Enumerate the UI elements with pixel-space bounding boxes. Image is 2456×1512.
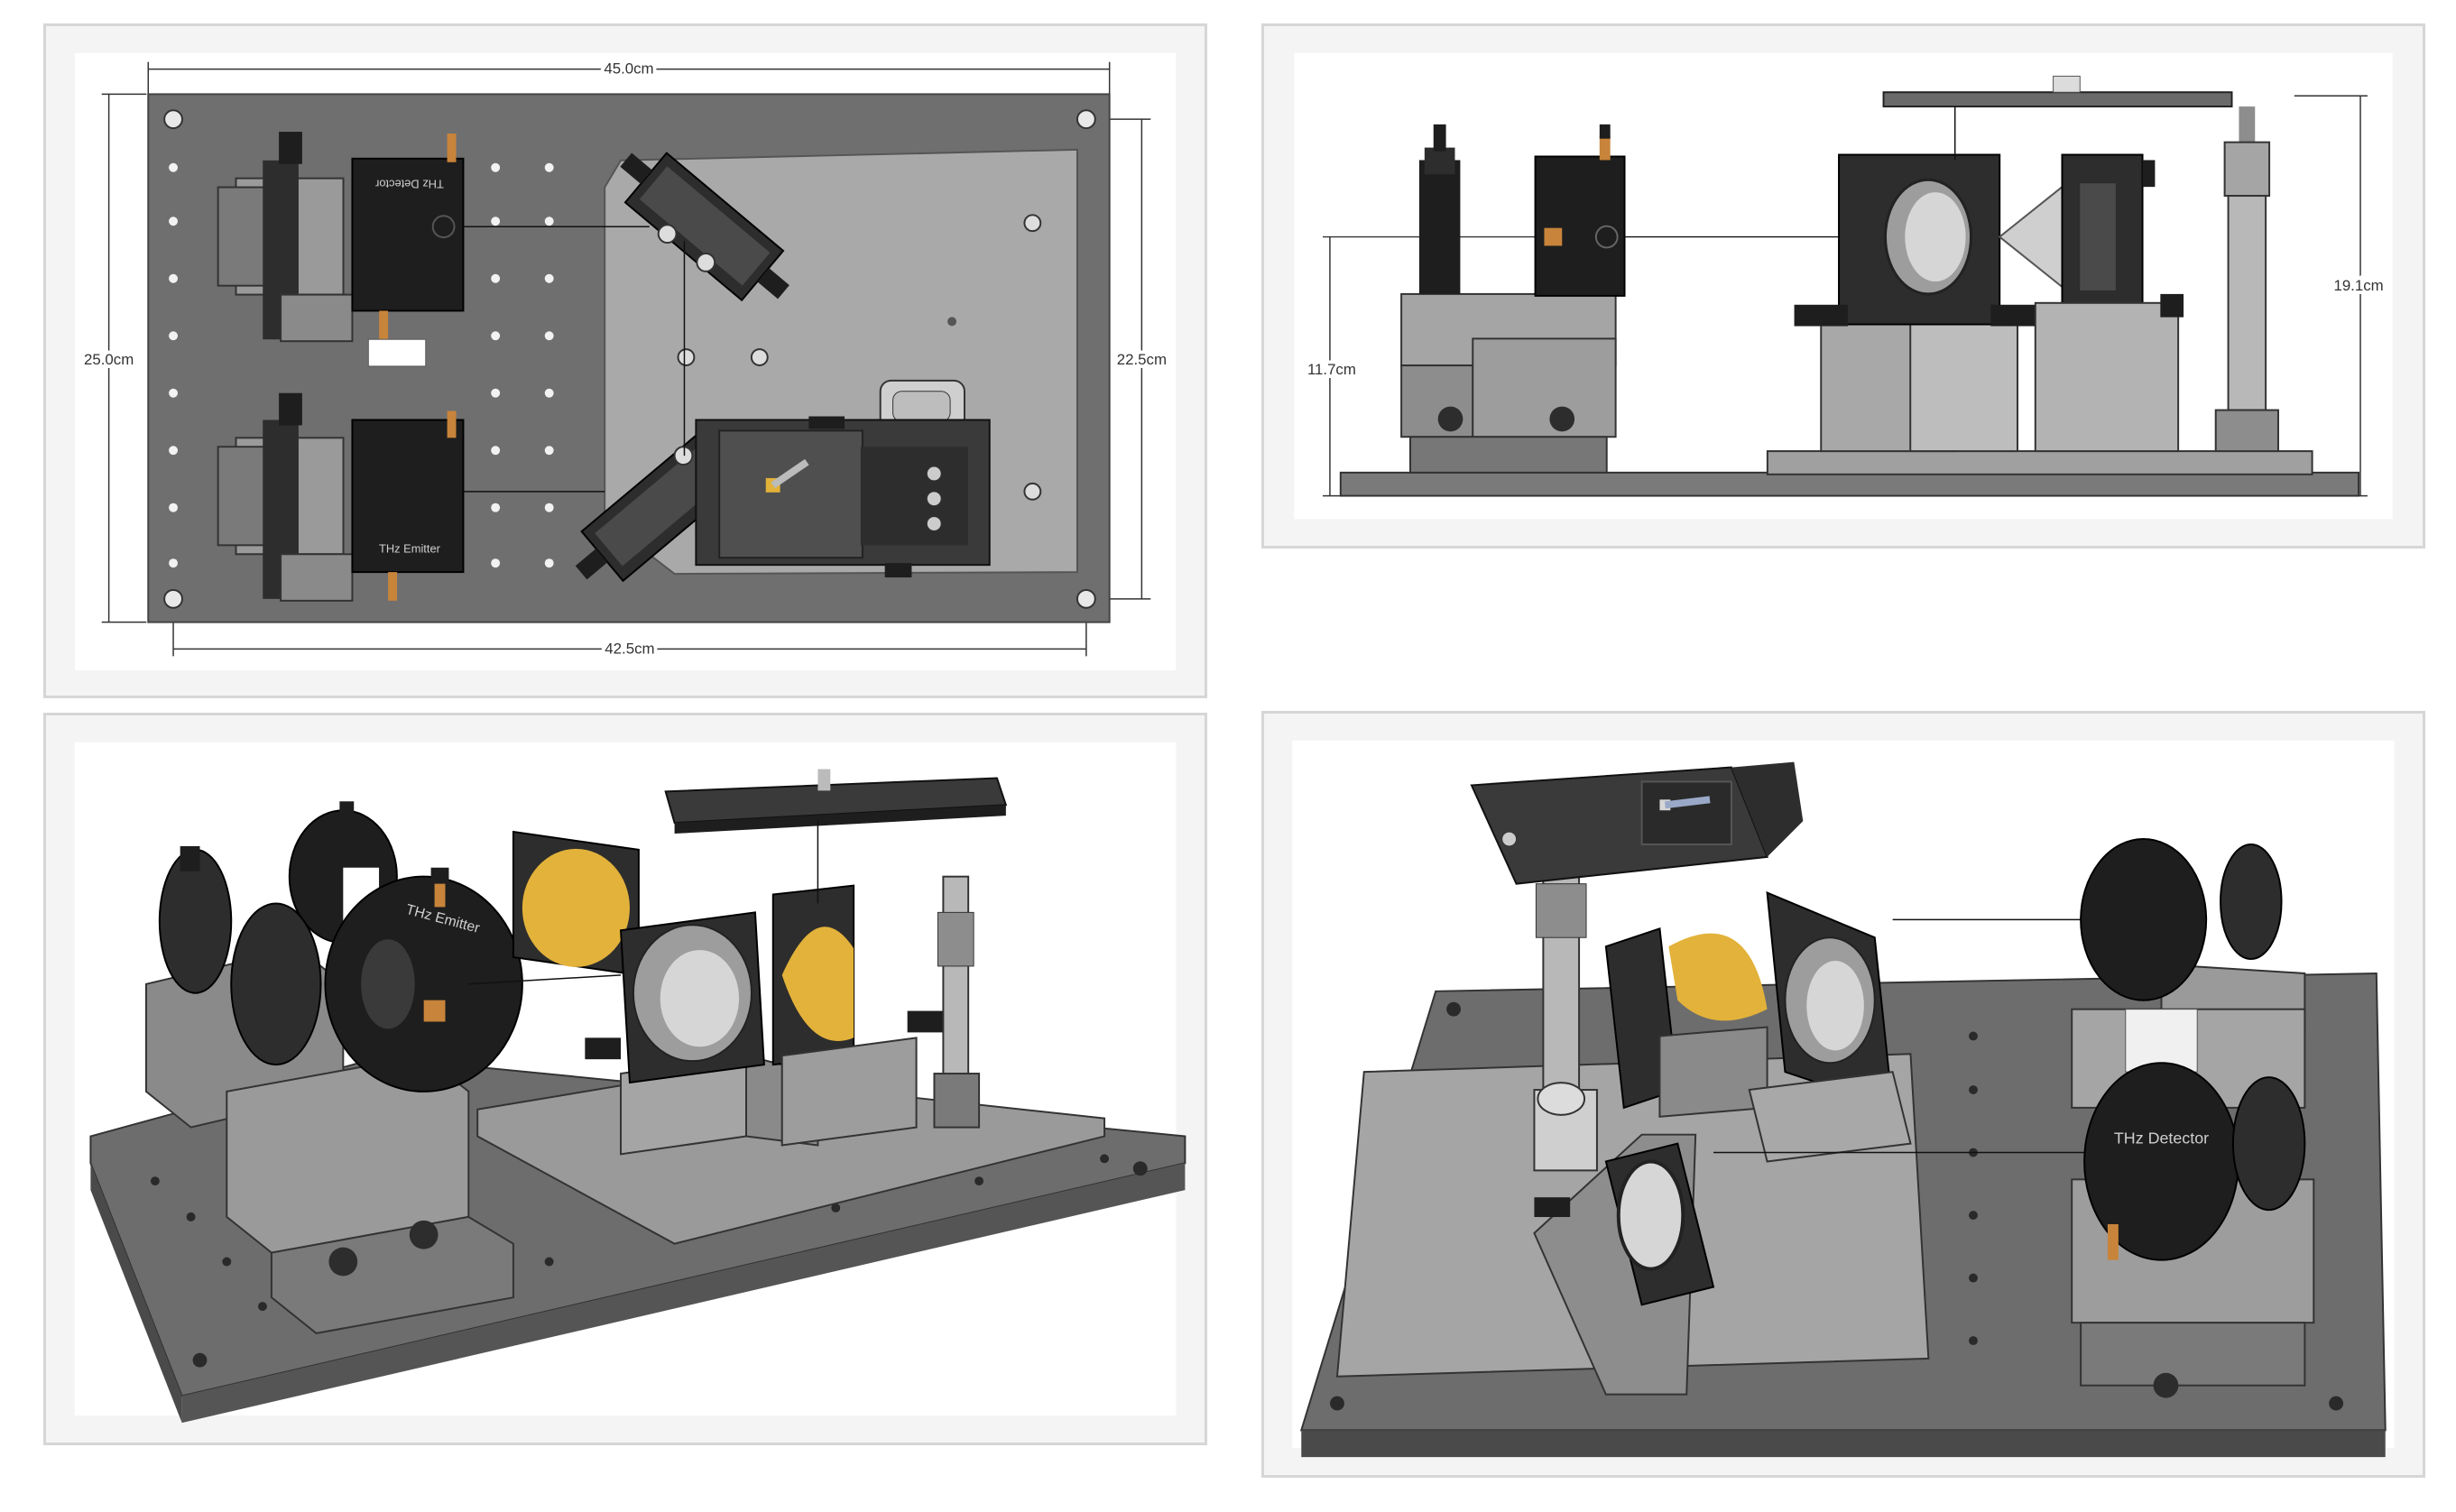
iso-front-mirrors <box>512 769 1008 1156</box>
dim-total-height-label: 19.1cm <box>2333 277 2383 294</box>
side-source-stack <box>1400 124 1626 474</box>
detector-assembly: THz Detector <box>217 132 650 367</box>
sample-stage <box>695 379 991 578</box>
detector-housing <box>351 157 465 312</box>
dim-inner-height-label: 22.5cm <box>1117 351 1167 368</box>
iso-back-mirrors <box>1533 891 2091 1396</box>
dim-height-label: 25.0cm <box>84 351 134 368</box>
dim-beam-height-label: 11.7cm <box>1307 361 1356 378</box>
upper-mirror-mount <box>620 152 789 302</box>
iso-front-emitter-stacks: THz Emitter <box>144 801 523 1334</box>
side-view-drawing: 11.7cm 19.1cm <box>1294 52 2393 520</box>
side-view-panel: 11.7cm 19.1cm <box>1261 23 2425 549</box>
iso-back-panel: THz Detector <box>1261 711 2425 1478</box>
dim-width-label: 45.0cm <box>604 60 653 78</box>
iso-back-drawing: THz Detector <box>1292 740 2395 1458</box>
top-view-drawing: 45.0cm 25.0cm 22.5cm 42.5cm <box>74 52 1177 671</box>
detector-label: THz Detector <box>374 178 444 191</box>
side-post-assembly <box>1882 75 2279 453</box>
iso-back-detector-housing <box>2083 1062 2239 1261</box>
iso-back-detector-label: THz Detector <box>2114 1129 2209 1148</box>
iso-back-detector-stacks: THz Detector <box>2071 838 2315 1398</box>
top-view-panel: 45.0cm 25.0cm 22.5cm 42.5cm <box>43 23 1207 698</box>
side-base-plate <box>1339 471 2360 497</box>
iso-front-emitter-housing <box>324 875 523 1093</box>
side-mirror-mount <box>1794 153 2073 453</box>
iso-front-panel: THz Emitter <box>43 713 1207 1445</box>
iso-back-stage <box>1470 761 1804 1172</box>
dim-hole-spacing-label: 42.5cm <box>605 640 654 657</box>
iso-front-drawing: THz Emitter <box>74 742 1186 1424</box>
emitter-assembly: THz Emitter <box>217 392 605 602</box>
emitter-label: THz Emitter <box>379 541 441 555</box>
emitter-housing <box>351 419 465 574</box>
